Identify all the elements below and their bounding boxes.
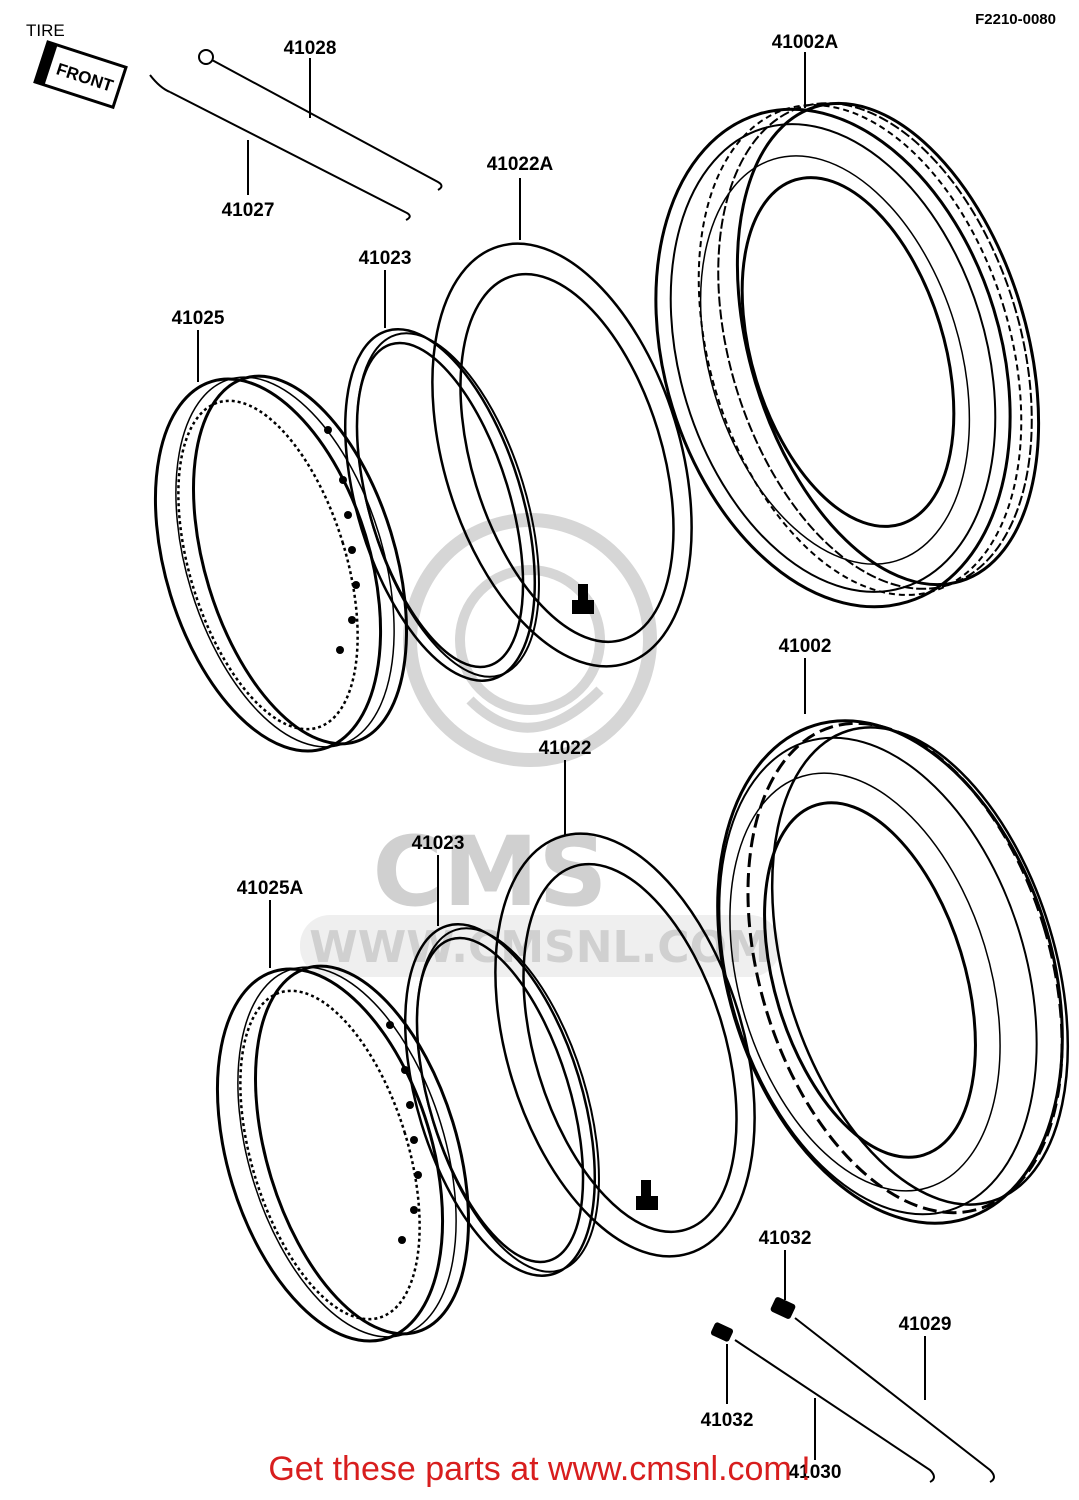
spoke-41027-drawing <box>149 74 411 221</box>
front-sign: FRONT <box>33 40 128 110</box>
label-41023-top: 41023 <box>359 248 412 269</box>
label-41028: 41028 <box>284 38 337 59</box>
label-41029: 41029 <box>899 1314 952 1335</box>
watermark-brand: CMS <box>372 816 607 928</box>
nipple-41032-right-drawing <box>770 1297 796 1319</box>
leader-lines <box>197 52 926 1460</box>
spoke-41030-drawing <box>734 1339 935 1483</box>
watermark-url: WWW.CMSNL.COM <box>309 922 771 973</box>
label-41025: 41025 <box>172 308 225 329</box>
label-41022A: 41022A <box>487 154 554 175</box>
label-41032-left: 41032 <box>701 1410 754 1431</box>
footer-link[interactable]: Get these parts at www.cmsnl.com ! <box>268 1450 811 1488</box>
label-41030: 41030 <box>789 1462 842 1483</box>
label-41022: 41022 <box>539 738 592 759</box>
tube-41022A-drawing <box>431 242 693 668</box>
tube-41022-drawing <box>494 832 756 1258</box>
label-41032-right: 41032 <box>759 1228 812 1249</box>
rim-41025-drawing <box>153 374 408 753</box>
rimband-41023-top-drawing <box>343 328 540 682</box>
rim-41025A-drawing <box>215 964 470 1343</box>
tire-41002-drawing <box>716 719 1070 1225</box>
label-41027: 41027 <box>222 200 275 221</box>
label-41002: 41002 <box>779 636 832 657</box>
watermark-logo: CMS WWW.CMSNL.COM <box>300 513 780 977</box>
label-41023-bottom: 41023 <box>412 833 465 854</box>
spoke-41028-drawing <box>198 49 443 191</box>
label-41025A: 41025A <box>237 878 304 899</box>
diagram-code: F2210-0080 <box>975 11 1056 28</box>
nipple-41032-left-drawing <box>710 1322 734 1342</box>
diagram-title: TIRE <box>26 21 65 40</box>
tire-41002A-drawing <box>654 101 1041 609</box>
label-41002A: 41002A <box>772 32 839 53</box>
spoke-41029-drawing <box>794 1317 995 1483</box>
rimband-41023-bottom-drawing <box>403 923 600 1277</box>
